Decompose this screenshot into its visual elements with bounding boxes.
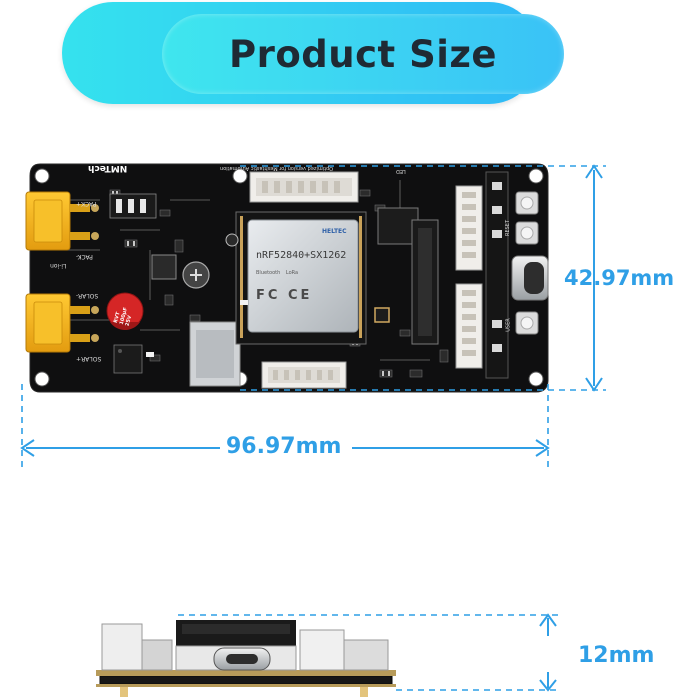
module-name: nRF52840+SX1262	[256, 250, 347, 261]
module-brand: HELTEC	[322, 228, 347, 235]
board-brand: NMTech	[88, 163, 128, 173]
label-user: USER	[505, 318, 512, 332]
width-dimension	[20, 384, 550, 470]
jst-connector-top	[455, 185, 483, 271]
pcb-top-view	[25, 163, 549, 393]
width-dimension-label: 96.97mm	[226, 434, 342, 459]
title-banner: Product Size	[62, 2, 564, 104]
jst-connector-bottom	[455, 283, 483, 369]
title-banner-inner: Product Size	[162, 14, 564, 94]
module-tag-lora: LoRa	[285, 270, 299, 276]
fpc-slot	[411, 219, 439, 345]
tactile-buttons	[515, 191, 539, 335]
module-tag-bluetooth: Bluetooth	[256, 270, 281, 276]
top-header-connector	[249, 171, 359, 203]
bottom-header-connector	[261, 361, 347, 389]
usb-c-port	[511, 255, 549, 301]
rf-shield	[247, 219, 359, 333]
cert-marks: FC CE	[256, 288, 313, 303]
capacitor	[106, 292, 144, 331]
label-pack-plus: PACK+	[76, 200, 97, 207]
module-tags: Bluetooth LoRa	[256, 270, 298, 276]
board-subtitle: Optimized version for Meshtastic Automat…	[220, 165, 334, 171]
thickness-dimension-label: 12mm	[578, 643, 655, 668]
thickness-dimension	[178, 613, 560, 692]
label-solar-plus: SOLAR+	[76, 355, 102, 362]
lora-module	[225, 211, 390, 345]
height-dimension	[240, 164, 606, 392]
pcb-side-view	[96, 620, 396, 697]
label-solar-minus: SOLAR-	[76, 292, 99, 299]
label-led: LED	[396, 168, 406, 174]
xt-connector-bottom	[25, 293, 99, 353]
label-reset: RESET	[505, 219, 512, 237]
page-title: Product Size	[228, 32, 498, 76]
xt-connector-top	[25, 191, 99, 251]
height-dimension-label: 42.97mm	[564, 266, 675, 290]
label-pack-minus: PACK-	[76, 253, 93, 260]
label-li-ion: Li-ion	[50, 262, 67, 269]
